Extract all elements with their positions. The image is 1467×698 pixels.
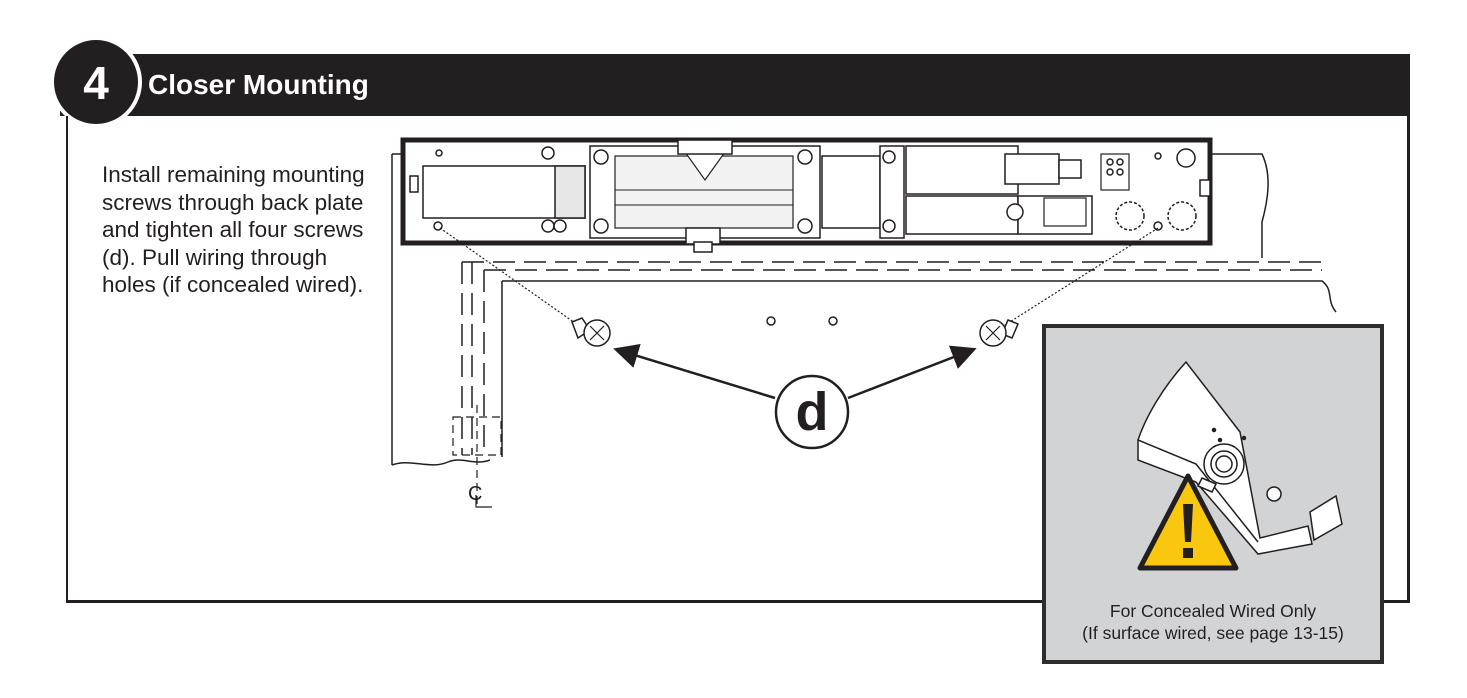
warning-line-2: (If surface wired, see page 13-15) — [1082, 623, 1344, 643]
panel-border-right — [1407, 116, 1410, 603]
panel-border-bottom-right — [1384, 600, 1410, 603]
centerline-detail — [452, 405, 502, 505]
callout-d-circle — [774, 374, 850, 450]
instruction-text: Install remaining mounting screws throug… — [102, 162, 365, 297]
wire-exit-detail-illustration — [1137, 360, 1343, 571]
warning-caption: For Concealed Wired Only (If surface wir… — [1046, 600, 1380, 644]
step-number: 4 — [83, 57, 109, 109]
step-number-badge: 4 — [50, 36, 142, 128]
section-header-bar — [60, 54, 1410, 116]
hidden-lines — [461, 261, 1322, 455]
door-closer-body — [400, 137, 1213, 253]
centerline-symbol: C — [468, 483, 482, 505]
frame-holes — [766, 316, 838, 326]
closer-fasteners — [433, 146, 1197, 234]
concealed-wiring-callout: For Concealed Wired Only (If surface wir… — [1042, 324, 1384, 664]
mounting-screw-right — [979, 319, 1019, 347]
section-title: Closer Mounting — [148, 69, 369, 100]
callout-d-label: d — [796, 382, 829, 442]
panel-border-bottom — [66, 600, 1042, 603]
end-cap-detail — [1137, 360, 1343, 555]
callout-arrows — [613, 343, 977, 400]
warning-line-1: For Concealed Wired Only — [1109, 601, 1317, 621]
warning-icon — [1137, 473, 1239, 571]
panel-border-left — [66, 116, 68, 603]
mounting-screw-left — [571, 317, 611, 347]
screw-leader-lines — [439, 227, 1159, 331]
